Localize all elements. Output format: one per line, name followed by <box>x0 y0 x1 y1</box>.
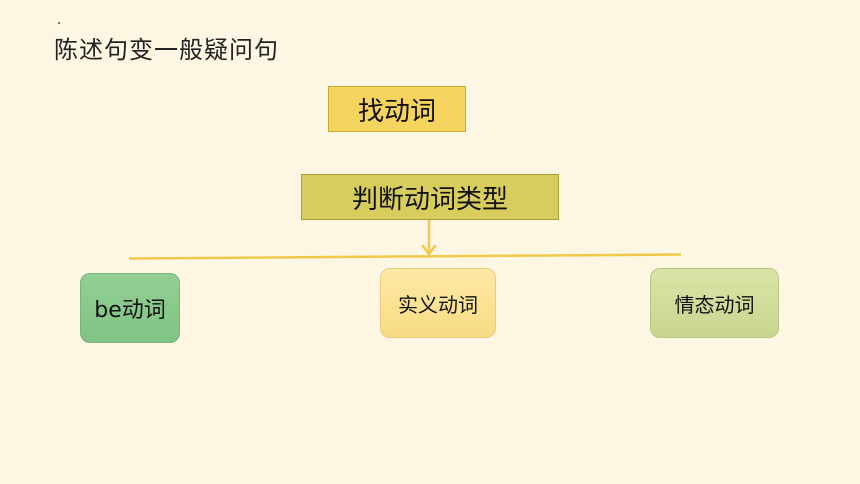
step-judge-verb-type-box: 判断动词类型 <box>301 174 559 220</box>
decorative-dot <box>58 22 60 24</box>
step-judge-verb-type-label: 判断动词类型 <box>351 184 508 215</box>
step-find-verb-label: 找动词 <box>357 96 436 127</box>
branch-main-verb-label: 实义动词 <box>398 292 478 317</box>
horizontal-branch-line <box>128 253 682 260</box>
arrow-head-icon <box>421 244 437 256</box>
branch-main-verb: 实义动词 <box>380 268 496 338</box>
step-find-verb-box: 找动词 <box>328 86 466 132</box>
branch-modal-verb-label: 情态动词 <box>674 292 755 317</box>
branch-be-verb-label: be动词 <box>94 298 166 323</box>
branch-be-verb: be动词 <box>80 273 180 343</box>
slide-title: 陈述句变一般疑问句 <box>54 36 279 64</box>
branch-modal-verb: 情态动词 <box>650 268 779 338</box>
